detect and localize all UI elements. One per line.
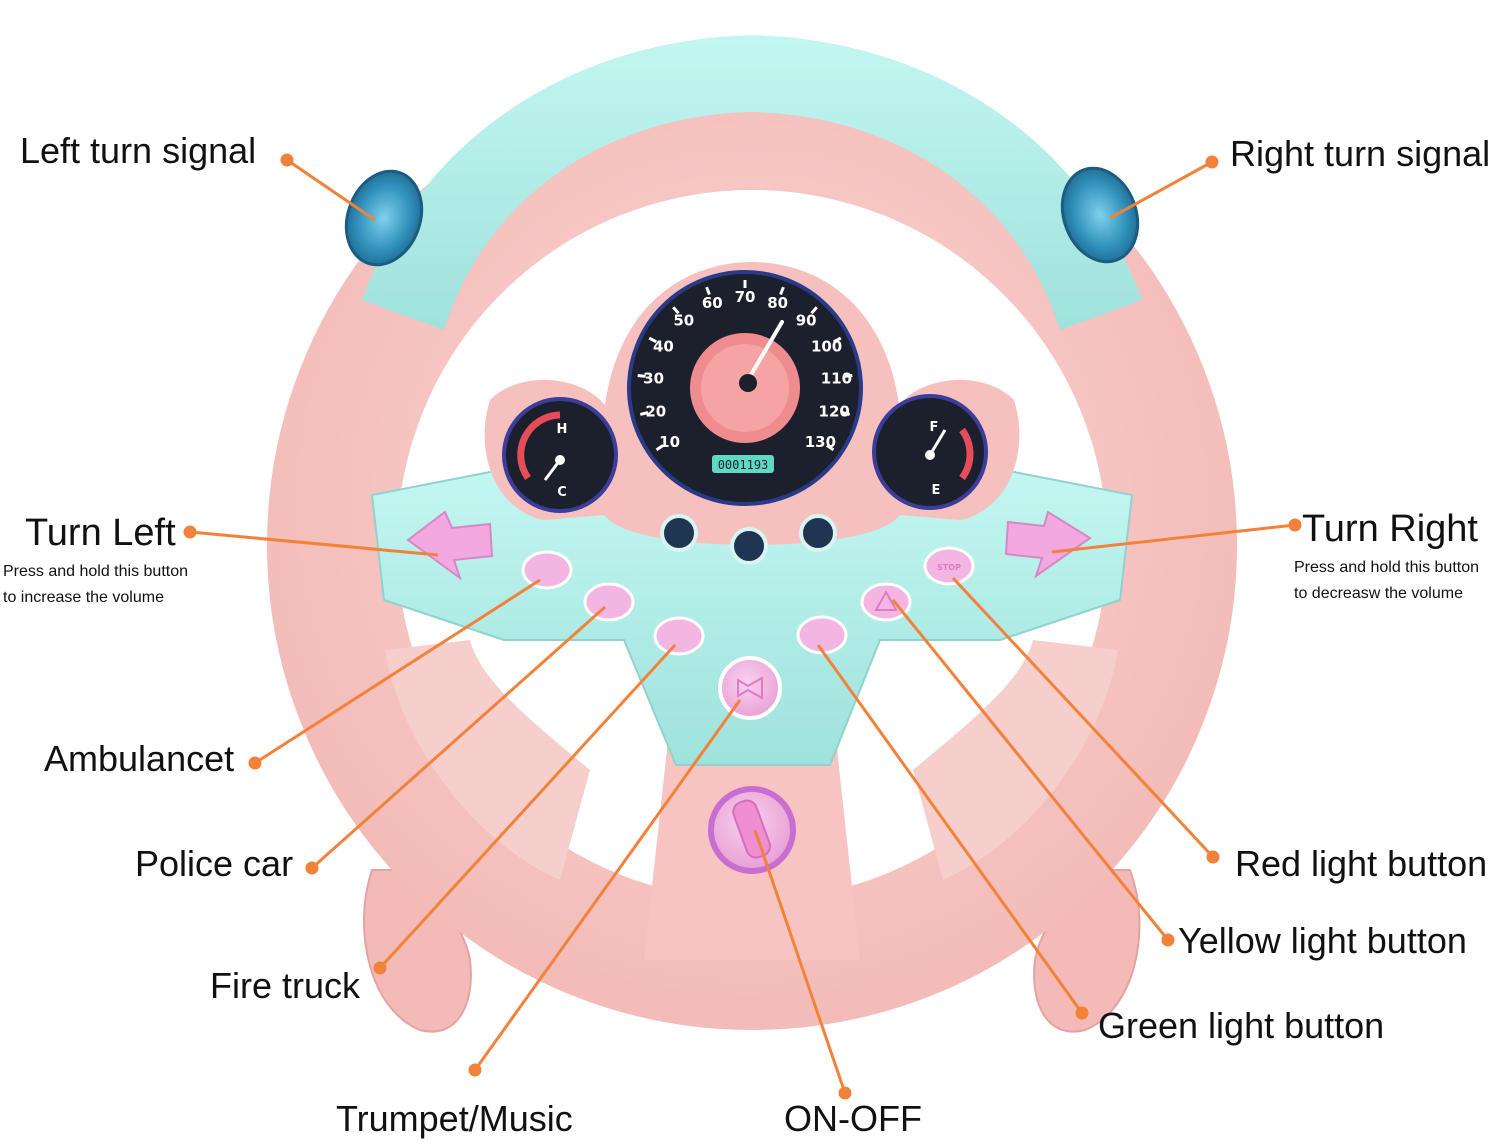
speedometer-tick-mark bbox=[841, 411, 851, 416]
speedometer-tick-10: 10 bbox=[659, 433, 680, 451]
leader-police-car bbox=[311, 605, 606, 870]
leader-dot-turn-right bbox=[1288, 518, 1302, 532]
speedometer-tick-120: 120 bbox=[819, 403, 850, 421]
indicator-light-left bbox=[660, 514, 698, 552]
fuel-gauge-full: F bbox=[930, 420, 939, 435]
horn-icon bbox=[737, 676, 763, 700]
speedometer-tick-mark bbox=[672, 306, 680, 315]
speedometer-tick-mark bbox=[655, 444, 664, 452]
wheel-top-rim bbox=[362, 35, 1142, 330]
label-on-off: ON-OFF bbox=[784, 1098, 922, 1139]
label-turn-left-note-2: to increase the volume bbox=[3, 589, 164, 606]
label-police-car: Police car bbox=[135, 843, 294, 884]
leader-dot-fire-truck bbox=[373, 961, 387, 975]
police-car-button[interactable] bbox=[583, 582, 635, 622]
leader-left-turn-signal bbox=[286, 158, 376, 222]
leader-trumpet-music bbox=[473, 699, 742, 1071]
red-light-button[interactable] bbox=[923, 546, 975, 586]
leader-ambulance bbox=[254, 578, 541, 765]
speedometer-tick-mark bbox=[833, 336, 842, 344]
speedometer-tick-mark bbox=[637, 374, 646, 378]
fuel-gauge: F E bbox=[872, 394, 988, 510]
leader-dot-green-light bbox=[1075, 1006, 1089, 1020]
turn-left-button[interactable] bbox=[406, 510, 494, 581]
leader-dot-ambulance bbox=[248, 756, 262, 770]
label-turn-left: Turn Left bbox=[25, 512, 176, 554]
speedometer-tick-50: 50 bbox=[673, 311, 694, 329]
leader-on-off bbox=[753, 829, 847, 1094]
leader-right-turn-signal bbox=[1109, 160, 1213, 220]
turn-right-button[interactable] bbox=[1004, 510, 1092, 579]
label-ambulance: Ambulancet bbox=[44, 738, 235, 779]
fuel-gauge-empty: E bbox=[932, 483, 941, 498]
speedometer-tick-40: 40 bbox=[653, 338, 674, 356]
leader-dot-left-turn-signal bbox=[280, 153, 294, 167]
yellow-light-button[interactable] bbox=[860, 582, 912, 622]
speedometer-tick-90: 90 bbox=[796, 311, 817, 329]
left-turn-signal-light bbox=[344, 169, 424, 267]
speedometer-tick-110: 110 bbox=[821, 369, 852, 387]
speedometer-needle bbox=[743, 320, 784, 387]
label-turn-right: Turn Right bbox=[1302, 508, 1478, 550]
right-turn-signal-light bbox=[1060, 166, 1140, 264]
label-turn-right-note-1: Press and hold this button bbox=[1294, 559, 1480, 576]
temp-gauge-low: C bbox=[557, 485, 567, 500]
leader-green-light bbox=[816, 644, 1084, 1014]
label-turn-left-note-1: Press and hold this button bbox=[3, 563, 189, 580]
temperature-gauge: H C bbox=[502, 397, 618, 513]
green-light-button[interactable] bbox=[796, 615, 848, 655]
speedometer-tick-30: 30 bbox=[643, 369, 664, 387]
label-yellow-light: Yellow light button bbox=[1178, 920, 1467, 961]
leader-dot-right-turn-signal bbox=[1205, 155, 1219, 169]
label-fire-truck: Fire truck bbox=[210, 965, 361, 1006]
label-red-light: Red light button bbox=[1235, 843, 1488, 884]
leader-turn-left bbox=[189, 530, 439, 557]
warning-triangle-icon bbox=[874, 589, 898, 611]
label-trumpet-music: Trumpet/Music bbox=[336, 1098, 573, 1139]
label-green-light: Green light button bbox=[1098, 1005, 1385, 1046]
ambulance-button[interactable] bbox=[521, 550, 573, 590]
speedometer-tick-80: 80 bbox=[767, 294, 788, 312]
leader-lines bbox=[183, 153, 1302, 1100]
leader-yellow-light bbox=[891, 599, 1170, 941]
leader-dot-red-light bbox=[1206, 850, 1220, 864]
leader-turn-right bbox=[1051, 523, 1296, 554]
speedometer-tick-mark bbox=[810, 306, 818, 315]
speedometer-tick-mark bbox=[639, 411, 649, 416]
label-left-turn-signal: Left turn signal bbox=[20, 130, 257, 171]
speedometer-tick-mark bbox=[826, 444, 835, 452]
leader-red-light bbox=[951, 576, 1215, 859]
trumpet-music-button[interactable] bbox=[718, 656, 782, 720]
leader-dot-police-car bbox=[305, 861, 319, 875]
wheel-lower-left-hollow bbox=[385, 640, 590, 880]
indicator-light-center bbox=[730, 527, 768, 565]
odometer-display bbox=[712, 455, 774, 473]
leader-dot-on-off bbox=[838, 1086, 852, 1100]
speedometer-tick-mark bbox=[648, 336, 657, 344]
speedometer-tick-mark bbox=[844, 374, 853, 378]
temp-gauge-high: H bbox=[557, 422, 568, 437]
indicator-light-right bbox=[799, 514, 837, 552]
speedometer-tick-mark bbox=[705, 286, 711, 296]
speedometer-tick-20: 20 bbox=[645, 403, 666, 421]
leader-dot-trumpet-music bbox=[468, 1063, 482, 1077]
leader-dot-yellow-light bbox=[1161, 933, 1175, 947]
stop-button-label: STOP bbox=[937, 563, 961, 572]
leader-dot-turn-left bbox=[183, 525, 197, 539]
odometer-value: 0001193 bbox=[718, 458, 769, 472]
fire-truck-button[interactable] bbox=[653, 616, 705, 656]
label-turn-right-note-2: to decreasw the volume bbox=[1294, 585, 1463, 602]
label-right-turn-signal: Right turn signal bbox=[1230, 133, 1491, 174]
leader-fire-truck bbox=[378, 643, 677, 970]
speedometer-tick-70: 70 bbox=[735, 288, 756, 306]
speedometer-tick-60: 60 bbox=[702, 294, 723, 312]
speedometer-tick-mark bbox=[779, 286, 785, 296]
